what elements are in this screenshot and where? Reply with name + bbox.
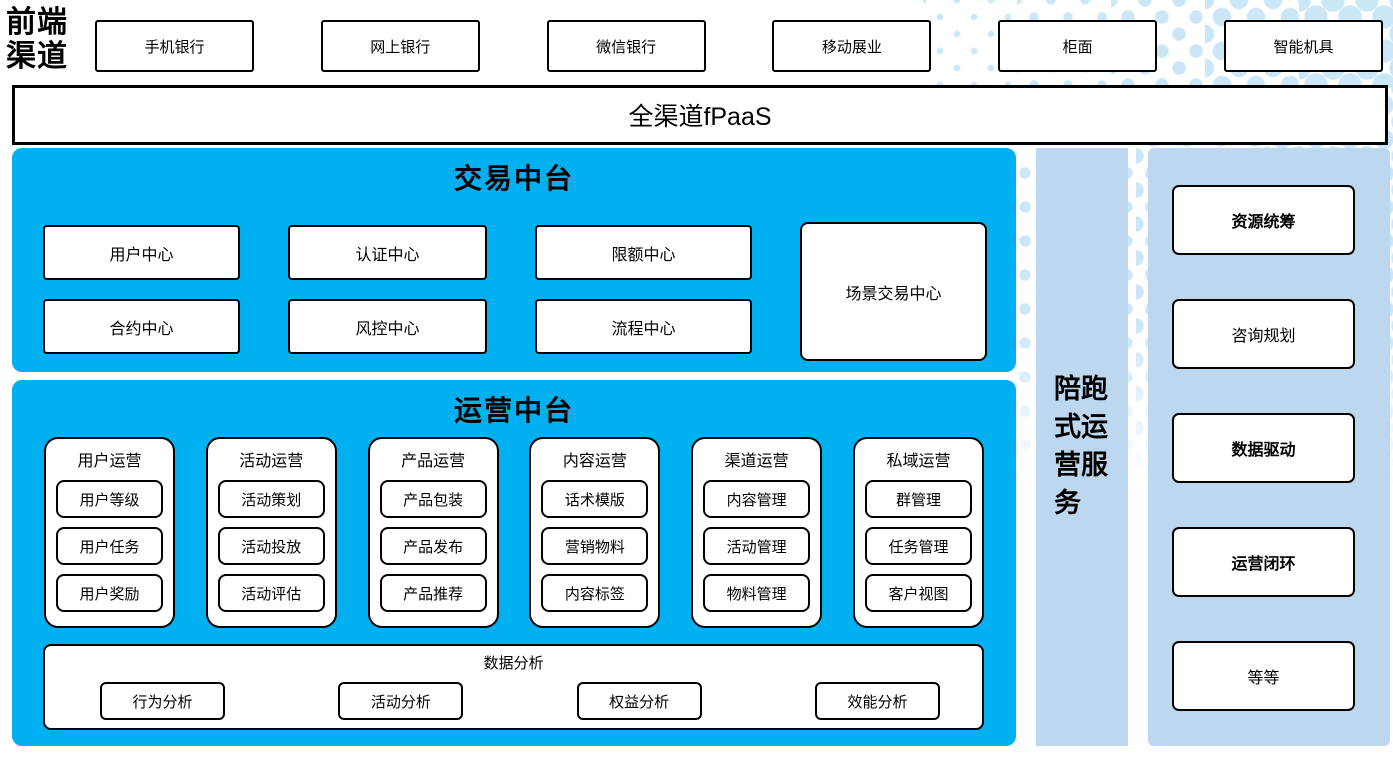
group-item: 活动管理 bbox=[703, 527, 811, 565]
group-item: 任务管理 bbox=[864, 527, 972, 565]
channel-box-online-banking: 网上银行 bbox=[320, 20, 480, 72]
center-box-process: 流程中心 bbox=[535, 299, 752, 354]
transaction-platform-block: 交易中台 用户中心 认证中心 限额中心 合约中心 风控中心 流程中心 场景交易中… bbox=[12, 148, 1016, 372]
companion-service-bar-label: 陪跑式运营服务 bbox=[1054, 374, 1108, 518]
channel-box-mobile-sales: 移动展业 bbox=[772, 20, 932, 72]
channel-box-mobile-banking: 手机银行 bbox=[95, 20, 254, 72]
panel-box-operation-loop: 运营闭环 bbox=[1172, 527, 1355, 597]
group-item: 用户任务 bbox=[56, 527, 163, 565]
group-user-operation: 用户运营 用户等级 用户任务 用户奖励 bbox=[44, 437, 175, 628]
group-private-domain-operation: 私域运营 群管理 任务管理 客户视图 bbox=[852, 437, 984, 628]
operation-platform-title: 运营中台 bbox=[453, 396, 574, 427]
group-item: 内容管理 bbox=[703, 480, 811, 518]
front-channels-label: 前端渠道 bbox=[6, 6, 68, 73]
group-item: 物料管理 bbox=[703, 574, 811, 612]
group-content-operation: 内容运营 话术模版 营销物料 内容标签 bbox=[529, 437, 661, 628]
center-box-contract: 合约中心 bbox=[43, 299, 240, 354]
group-item: 营销物料 bbox=[541, 527, 649, 565]
data-analysis-box: 数据分析 行为分析 活动分析 权益分析 效能分析 bbox=[43, 644, 984, 730]
analysis-item-behavior: 行为分析 bbox=[100, 682, 225, 720]
channel-box-wechat-banking: 微信银行 bbox=[546, 20, 706, 72]
analysis-item-activity: 活动分析 bbox=[338, 682, 464, 720]
companion-services-panel: 资源统筹 咨询规划 数据驱动 运营闭环 等等 bbox=[1148, 148, 1390, 746]
panel-box-etc: 等等 bbox=[1172, 641, 1355, 711]
group-item: 产品推荐 bbox=[379, 574, 487, 612]
channel-box-counter: 柜面 bbox=[998, 20, 1158, 72]
companion-service-bar: 陪跑式运营服务 bbox=[1036, 148, 1128, 746]
scene-transaction-center-box: 场景交易中心 bbox=[800, 222, 987, 361]
group-item: 产品包装 bbox=[379, 480, 487, 518]
center-box-limit: 限额中心 bbox=[535, 225, 752, 280]
group-item: 内容标签 bbox=[541, 574, 649, 612]
group-item: 活动投放 bbox=[217, 527, 325, 565]
group-item: 话术模版 bbox=[541, 480, 649, 518]
center-box-auth: 认证中心 bbox=[288, 225, 487, 280]
panel-box-data-driven: 数据驱动 bbox=[1172, 413, 1355, 483]
group-item: 活动策划 bbox=[217, 480, 325, 518]
center-box-risk: 风控中心 bbox=[288, 299, 487, 354]
operation-groups-row: 用户运营 用户等级 用户任务 用户奖励 活动运营 活动策划 活动投放 活动评估 … bbox=[44, 437, 984, 628]
group-item: 群管理 bbox=[864, 480, 972, 518]
group-item: 产品发布 bbox=[379, 527, 487, 565]
analysis-item-efficiency: 效能分析 bbox=[814, 682, 940, 720]
group-channel-operation: 渠道运营 内容管理 活动管理 物料管理 bbox=[691, 437, 823, 628]
group-item: 用户奖励 bbox=[56, 574, 163, 612]
group-product-operation: 产品运营 产品包装 产品发布 产品推荐 bbox=[367, 437, 499, 628]
center-box-user: 用户中心 bbox=[43, 225, 240, 280]
panel-box-consulting: 咨询规划 bbox=[1172, 299, 1355, 369]
group-activity-operation: 活动运营 活动策划 活动投放 活动评估 bbox=[205, 437, 337, 628]
data-analysis-row: 行为分析 活动分析 权益分析 效能分析 bbox=[100, 682, 940, 720]
transaction-centers-grid: 用户中心 认证中心 限额中心 合约中心 风控中心 流程中心 bbox=[43, 225, 752, 354]
group-item: 用户等级 bbox=[56, 480, 163, 518]
analysis-item-rights: 权益分析 bbox=[576, 682, 702, 720]
group-item: 客户视图 bbox=[864, 574, 972, 612]
data-analysis-title: 数据分析 bbox=[483, 655, 544, 672]
front-channels-row: 手机银行 网上银行 微信银行 移动展业 柜面 智能机具 bbox=[95, 20, 1383, 72]
channel-box-smart-device: 智能机具 bbox=[1223, 20, 1383, 72]
operation-platform-block: 运营中台 用户运营 用户等级 用户任务 用户奖励 活动运营 活动策划 活动投放 … bbox=[12, 380, 1016, 746]
group-item: 活动评估 bbox=[217, 574, 325, 612]
fpaas-bar: 全渠道fPaaS bbox=[12, 85, 1388, 145]
panel-box-resource-planning: 资源统筹 bbox=[1172, 185, 1355, 255]
transaction-platform-title: 交易中台 bbox=[453, 164, 574, 195]
